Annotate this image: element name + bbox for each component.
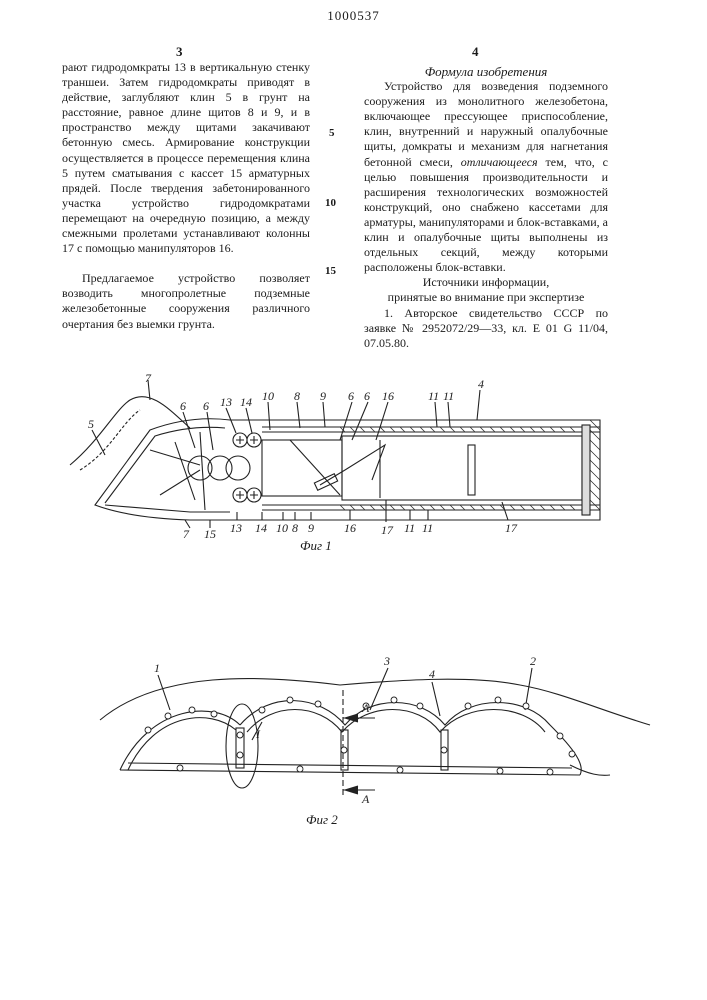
fig1-label: 14 xyxy=(255,521,267,535)
fig2-label: 2 xyxy=(530,654,536,668)
fig2-label: 3 xyxy=(383,654,390,668)
fig1-label: 9 xyxy=(308,521,314,535)
left-column-number: 3 xyxy=(176,44,183,60)
detail-marker xyxy=(226,704,258,788)
detail-label: I xyxy=(255,727,261,741)
fig1-label: 6 xyxy=(348,389,354,403)
fig1-label: 16 xyxy=(344,521,356,535)
fig1-label: 11 xyxy=(443,389,454,403)
source-1: 1. Авторское свидетельство СССР по заявк… xyxy=(364,306,608,351)
fig1-label: 6 xyxy=(180,399,186,413)
section-label-top: A xyxy=(361,701,370,715)
arch-1 xyxy=(120,711,240,770)
right-column-text: Формула изобретения Устройство для возве… xyxy=(364,64,608,351)
claim-paragraph: Устройство для возведения подземного соо… xyxy=(364,79,608,275)
fig1-label: 6 xyxy=(203,399,209,413)
claim-text-2: тем, что, с целью повышения производител… xyxy=(364,155,608,275)
claims-heading: Формула изобретения xyxy=(364,64,608,79)
fig1-label: 13 xyxy=(220,395,232,409)
fig1-label: 4 xyxy=(478,377,484,391)
fig1-label: 11 xyxy=(428,389,439,403)
fig1-label: 13 xyxy=(230,521,242,535)
fig1-label: 14 xyxy=(240,395,252,409)
left-column-text: рают гидродомкраты 13 в вертикальную сте… xyxy=(62,60,310,332)
figure-1-caption: Фиг 1 xyxy=(300,538,332,554)
line-number-5: 5 xyxy=(329,127,335,139)
line-number-15: 15 xyxy=(325,265,336,277)
sources-heading: Источники информации,принятые во внимани… xyxy=(364,275,608,305)
cassette-wheel xyxy=(226,456,250,480)
left-paragraph-2: Предлагаемое устройство позволяет возвод… xyxy=(62,271,310,331)
fig1-label: 8 xyxy=(292,521,298,535)
fig1-label: 8 xyxy=(294,389,300,403)
fig1-label: 11 xyxy=(404,521,415,535)
sources-heading-2: принятые во внимание при экспертизе xyxy=(388,290,585,304)
section-label-bottom: A xyxy=(361,792,370,806)
fig1-label: 17 xyxy=(505,521,518,535)
fig1-label: 9 xyxy=(320,389,326,403)
fig1-label: 15 xyxy=(204,527,216,540)
fig1-label: 6 xyxy=(364,389,370,403)
fig1-label: 10 xyxy=(276,521,288,535)
fig1-label: 7 xyxy=(183,527,190,540)
figure-2-drawing: 1 3 4 2 A A I xyxy=(0,650,707,810)
claim-distinguishing: отличающееся xyxy=(461,155,538,169)
patent-number: 1000537 xyxy=(0,8,707,24)
figure-2-caption: Фиг 2 xyxy=(306,812,338,828)
fig1-label: 11 xyxy=(422,521,433,535)
left-paragraph-1: рают гидродомкраты 13 в вертикальную сте… xyxy=(62,60,310,256)
fig1-label: 5 xyxy=(88,417,94,431)
fig2-label: 4 xyxy=(429,667,435,681)
fig1-label: 7 xyxy=(145,371,152,385)
fig1-label: 10 xyxy=(262,389,274,403)
line-number-10: 10 xyxy=(325,197,336,209)
sources-heading-1: Источники информации, xyxy=(423,275,549,289)
fig2-label: 1 xyxy=(154,661,160,675)
right-column-number: 4 xyxy=(472,44,479,60)
fig1-label: 17 xyxy=(381,523,394,537)
figure-1-drawing: 7 5 6 6 13 14 10 8 9 6 6 16 11 11 4 7 15… xyxy=(0,370,707,540)
fig1-label: 16 xyxy=(382,389,394,403)
